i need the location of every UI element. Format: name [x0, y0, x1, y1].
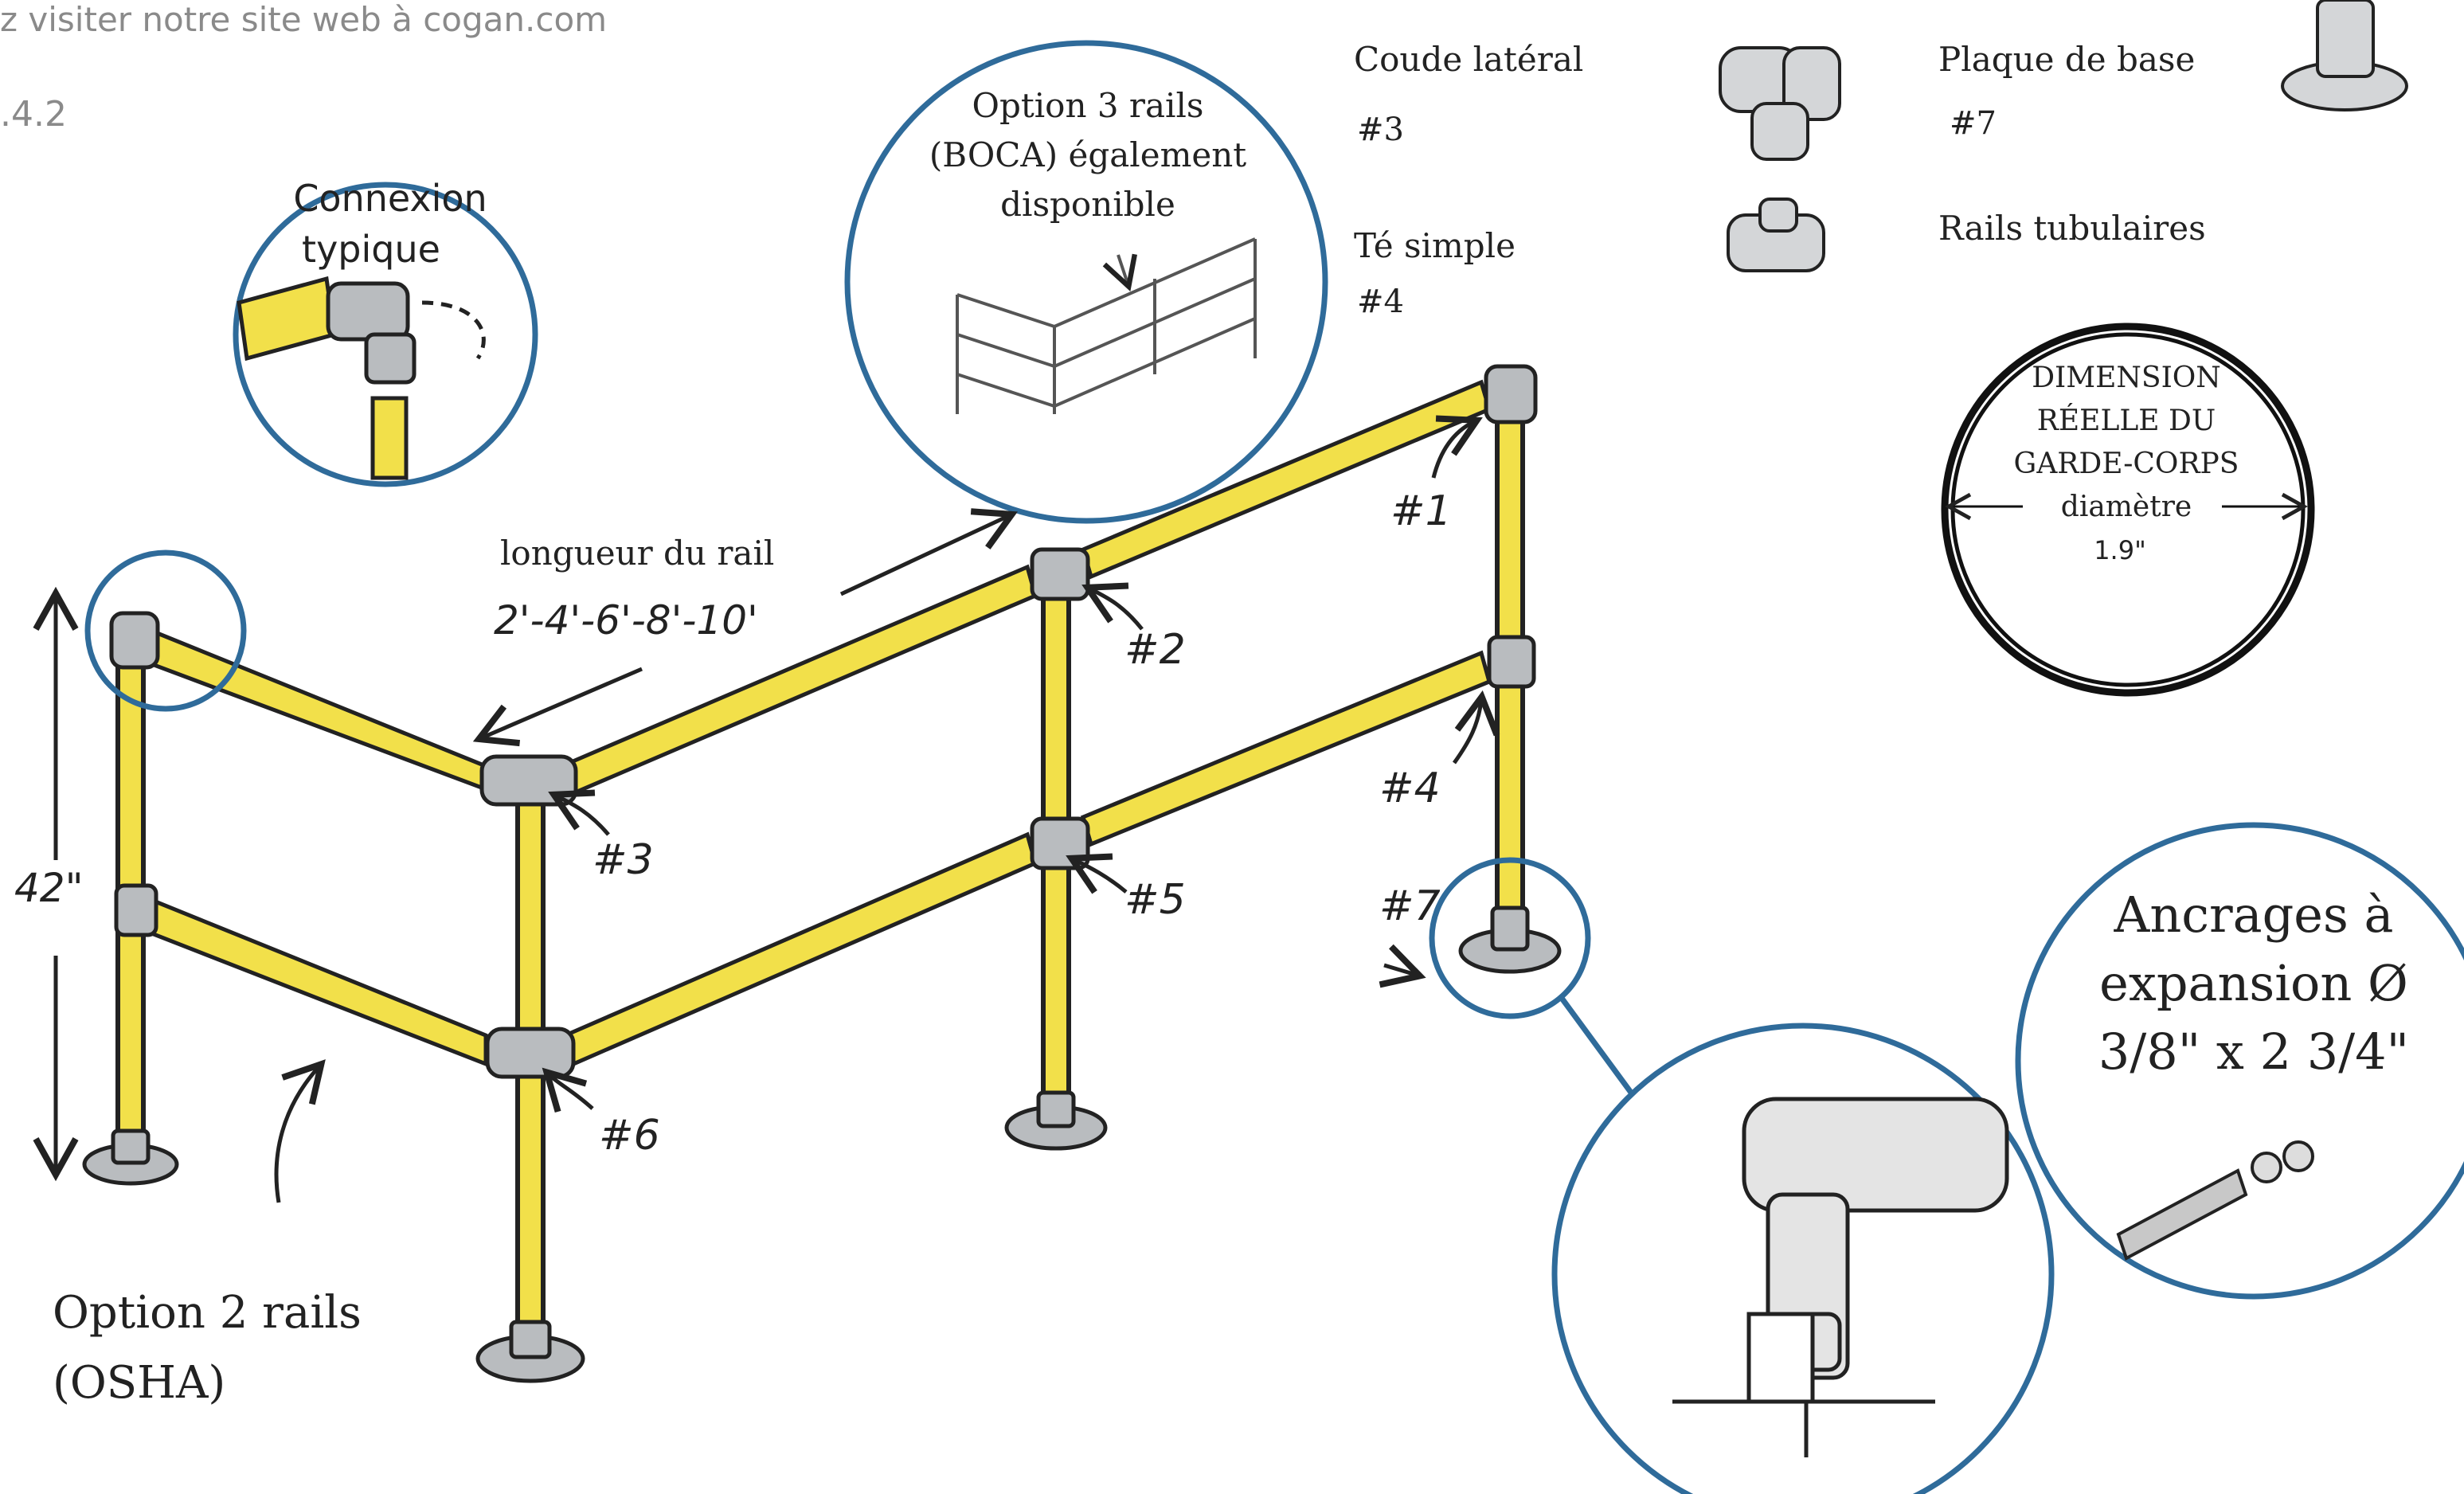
fitting-4	[1487, 635, 1536, 689]
legend-code-side-elbow: #3	[1357, 111, 1404, 148]
two-rail-line-2: (OSHA)	[53, 1357, 226, 1409]
legend-code-single-tee: #4	[1357, 284, 1404, 320]
pointer-6	[542, 1067, 594, 1113]
fitting-6	[485, 1027, 576, 1079]
typical-connection-circle	[233, 182, 538, 487]
fitting-label-3: #3	[593, 836, 654, 884]
fitting-2	[1030, 547, 1090, 601]
pointer-2	[1081, 582, 1144, 631]
fitting-label-1: #1	[1390, 487, 1452, 535]
fitting-label-2: #2	[1124, 626, 1186, 674]
single-tee-icon	[1727, 198, 1825, 272]
railing-rails	[141, 379, 1492, 1067]
anchor-bolt-sketch	[2116, 1140, 2314, 1261]
base-highlight-circle	[1429, 857, 1591, 1019]
leader-arrows	[33, 415, 1500, 1203]
diameter-line-1: DIMENSION	[2032, 362, 2221, 394]
three-rail-pointer	[1102, 253, 1137, 292]
diameter-line-2: RÉELLE DU	[2036, 405, 2216, 437]
base-plate-icon	[2281, 0, 2408, 111]
pointer-5	[1066, 853, 1128, 894]
version-number: .4.2	[0, 94, 67, 135]
top-rail-left	[141, 628, 495, 796]
two-rail-line-1: Option 2 rails	[53, 1287, 362, 1339]
connection-sketch	[237, 276, 486, 480]
anchors-circle	[2015, 822, 2464, 1300]
pointer-7	[1379, 944, 1426, 988]
fitting-corner-left	[109, 611, 160, 670]
pointer-4	[1452, 690, 1500, 765]
visit-website-text: z visiter notre site web à cogan.com	[0, 0, 608, 39]
pointer-3	[548, 789, 610, 836]
three-rail-line-1: Option 3 rails	[972, 86, 1204, 125]
rail-lengths: 2'-4'-6'-8'-10'	[494, 597, 758, 643]
base-plates	[82, 905, 1562, 1383]
legend-name-tubular-rails: Rails tubulaires	[1938, 209, 2206, 248]
legend-code-base-plate: #7	[1950, 105, 1997, 142]
fitting-label-5: #5	[1124, 876, 1186, 924]
legend-name-single-tee: Té simple	[1354, 226, 1516, 265]
anchors-line-1: Ancrages à	[2114, 886, 2394, 944]
fitting-label-6: #6	[599, 1112, 660, 1160]
pointer-1	[1431, 415, 1483, 479]
legend-name-side-elbow: Coude latéral	[1354, 40, 1584, 79]
length-arrow-left	[472, 667, 643, 747]
three-rail-sketch	[956, 237, 1257, 414]
diameter-line-3: GARDE-CORPS	[2013, 448, 2239, 480]
three-rail-option-circle	[844, 40, 1328, 524]
drill-sketch	[1672, 1097, 2009, 1457]
osha-pointer	[274, 1059, 326, 1203]
legend-name-base-plate: Plaque de base	[1938, 40, 2196, 79]
legend-icons	[1719, 0, 2408, 272]
diameter-line-4: diamètre	[2060, 491, 2192, 523]
fitting-label-7: #7	[1379, 882, 1441, 930]
rail-length-label: longueur du rail	[500, 534, 775, 573]
railing-posts	[115, 372, 1525, 1340]
side-elbow-icon	[1719, 46, 1841, 161]
three-rail-line-2: (BOCA) également	[929, 135, 1247, 174]
corner-highlight-circle	[84, 549, 247, 712]
three-rail-line-3: disponible	[1000, 185, 1175, 224]
length-arrow-right	[839, 508, 1018, 596]
height-42-label: 42"	[14, 865, 84, 911]
typical-connection-line-2: typique	[302, 228, 440, 271]
anchors-line-3: 3/8" x 2 3/4"	[2098, 1023, 2410, 1081]
diameter-line-5: 1.9"	[2094, 535, 2146, 565]
anchors-line-2: expansion Ø	[2099, 954, 2408, 1012]
mid-rail-front-b	[1080, 650, 1492, 847]
fitting-1	[1484, 364, 1538, 424]
diameter-circle	[1941, 323, 2315, 697]
fitting-label-4: #4	[1379, 765, 1441, 812]
bottom-rail-left	[141, 897, 488, 1067]
typical-connection-line-1: Connexion	[293, 177, 487, 220]
fitting-tee-left	[114, 883, 158, 937]
